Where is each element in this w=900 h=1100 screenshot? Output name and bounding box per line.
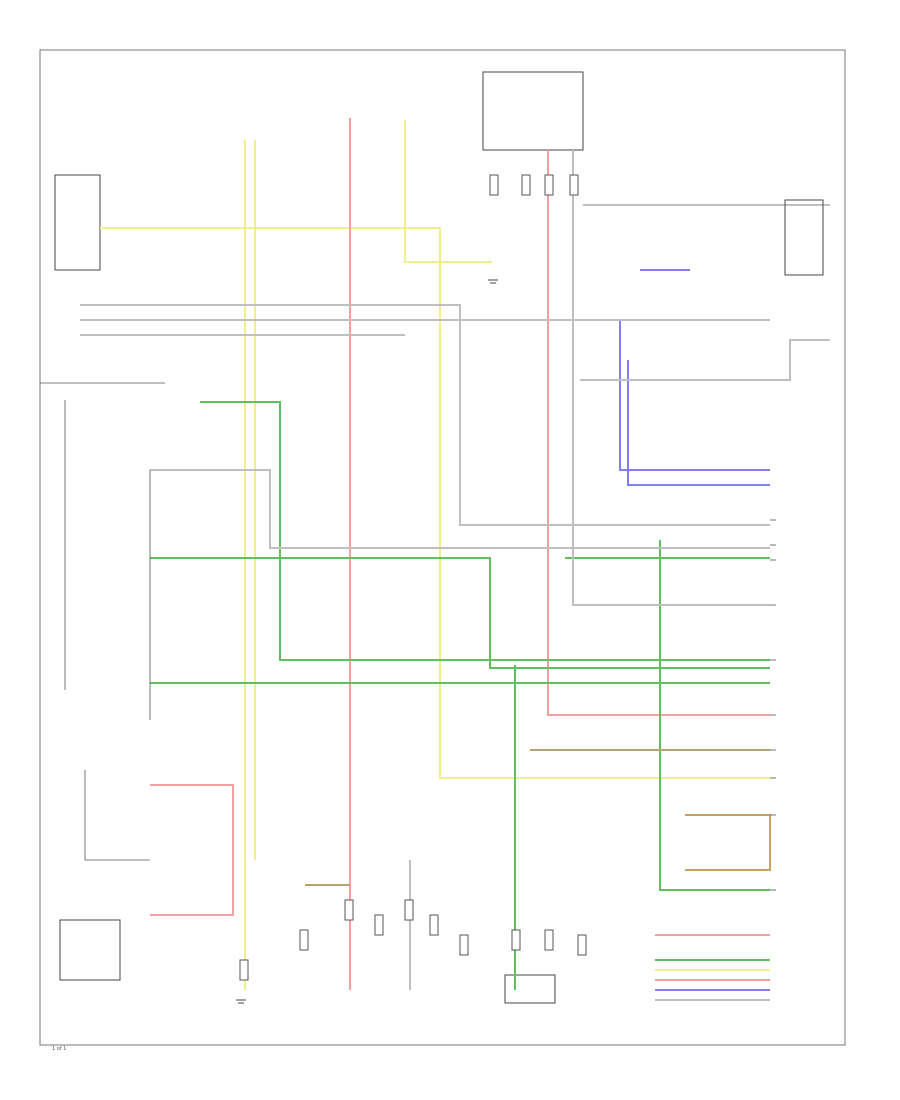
connector-bottom-b [299, 929, 309, 951]
wire-green-2 [150, 557, 770, 669]
wire-gray-4 [150, 469, 770, 549]
connector-top-c [544, 174, 554, 196]
connector-top-d [569, 174, 579, 196]
component-box-bottom-center [504, 974, 556, 1004]
connector-bottom-e [404, 899, 414, 921]
connector-bottom-h [511, 929, 521, 951]
connector-bottom-i [544, 929, 554, 951]
ground-symbol-1 [488, 279, 498, 284]
connector-bottom-f [429, 914, 439, 936]
connector-top-b [521, 174, 531, 196]
connector-top-a [489, 174, 499, 196]
component-box-right-relay [784, 199, 824, 276]
connector-bottom-c [344, 899, 354, 921]
wire-yellow-2 [100, 227, 770, 779]
relay-box-lower-left [59, 919, 121, 981]
wire-gray-1 [80, 304, 770, 526]
wire-blue-2 [627, 360, 770, 486]
diagram-frame [39, 49, 846, 1046]
wire-gray-7 [580, 339, 830, 381]
page-number: 1 of 1 [52, 1046, 66, 1052]
wire-red-3 [150, 784, 234, 916]
wire-gray-5 [572, 150, 770, 606]
wire-blue-1 [619, 320, 770, 471]
connector-bottom-j [577, 934, 587, 956]
component-box-top-left [54, 174, 101, 271]
component-box-top-center [482, 71, 584, 151]
wire-green-5 [659, 540, 770, 891]
wire-red-2 [547, 150, 770, 716]
connector-bottom-a [239, 959, 249, 981]
wire-olive-3 [685, 814, 771, 871]
ground-symbol-2 [236, 999, 246, 1004]
terminal-strip-right [770, 519, 776, 891]
switch-box-lower-left [84, 770, 150, 861]
connector-bottom-g [459, 934, 469, 956]
wire-green-1 [200, 401, 770, 661]
connector-bottom-d [374, 914, 384, 936]
wire-yellow-4 [404, 120, 492, 263]
